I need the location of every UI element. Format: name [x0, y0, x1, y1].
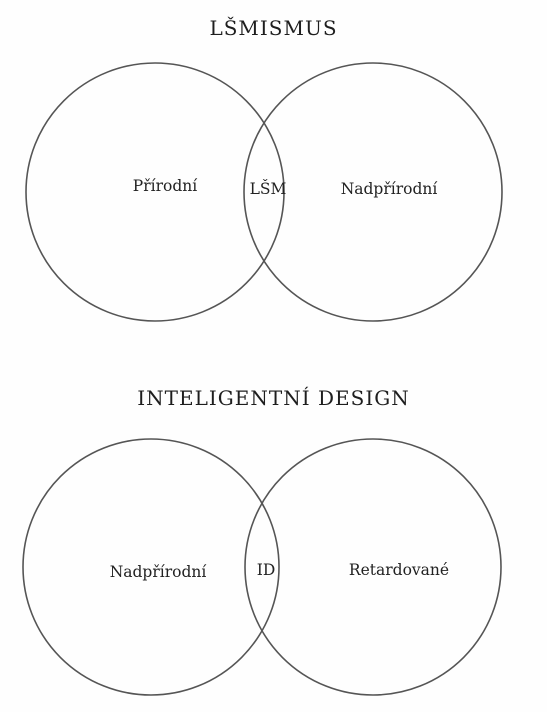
venn1-left-circle: [25, 62, 285, 322]
venn2-title: INTELIGENTNÍ DESIGN: [137, 386, 410, 410]
venn2-right-circle: [244, 438, 502, 696]
venn1-title: LŠMISMUS: [209, 16, 338, 40]
venn1-center-label: LŠM: [249, 180, 287, 198]
venn2-right-label: Retardované: [348, 561, 450, 579]
venn2-left-circle: [22, 438, 280, 696]
venn1-left-label: Přírodní: [132, 177, 198, 195]
venn2-center-label: ID: [256, 561, 276, 579]
venn1-right-circle: [243, 62, 503, 322]
venn1-right-label: Nadpřírodní: [340, 180, 438, 198]
venn2-left-label: Nadpřírodní: [109, 563, 207, 581]
